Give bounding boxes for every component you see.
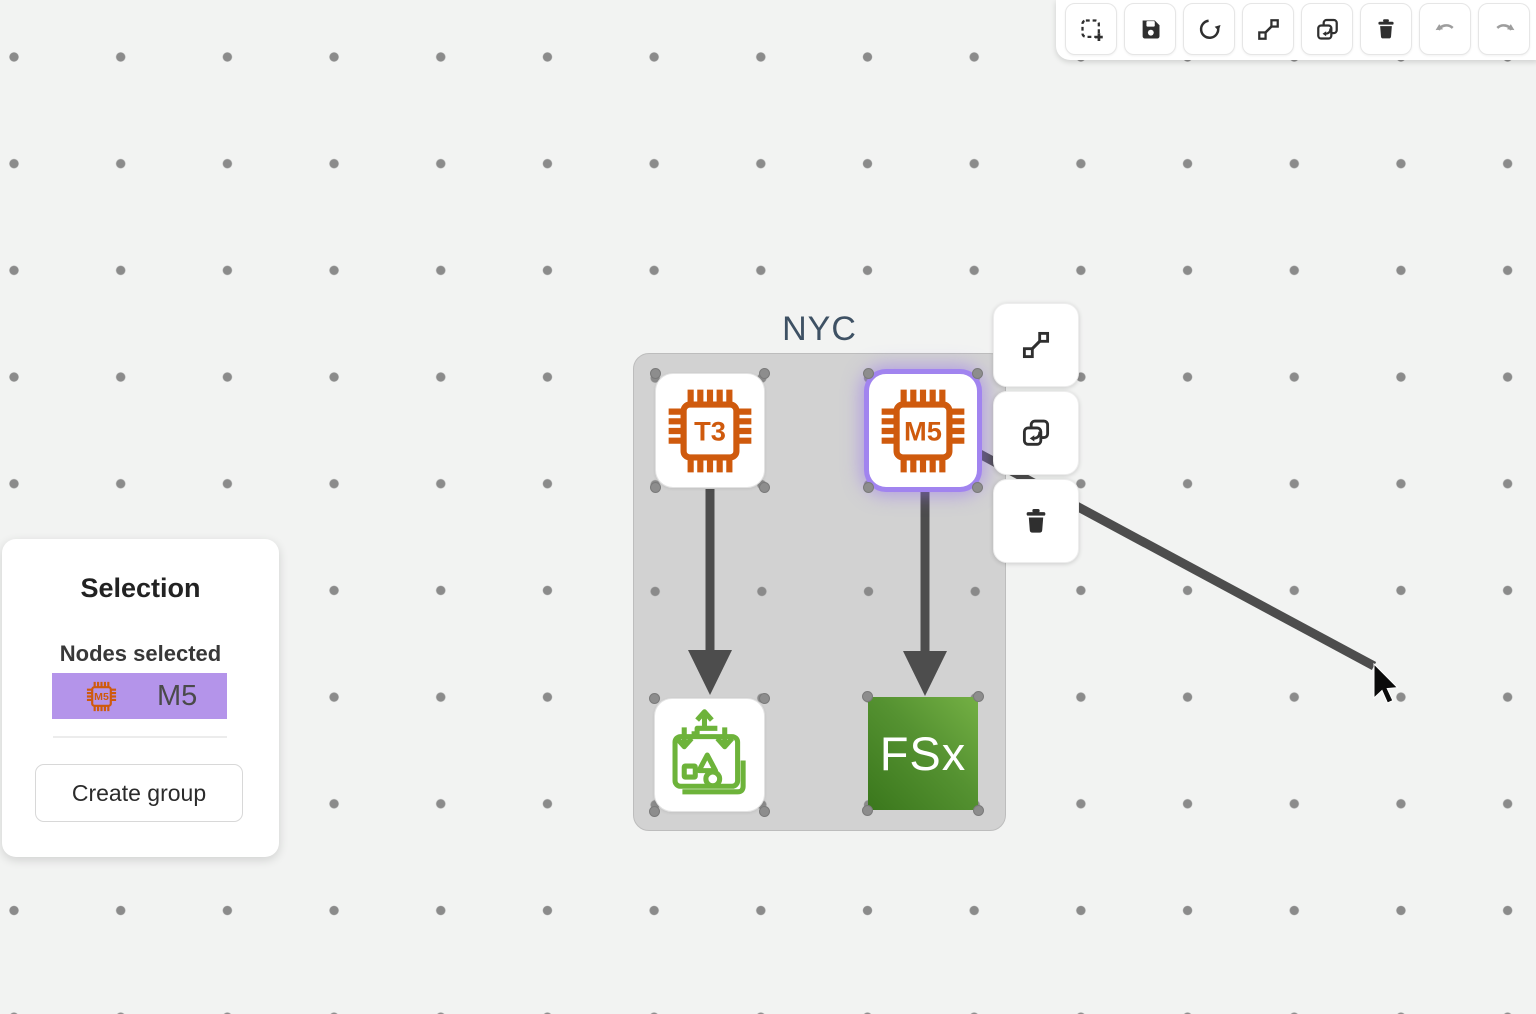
create-group-button[interactable]: Create group: [35, 764, 243, 822]
trash-icon: [1026, 509, 1046, 533]
redo-button[interactable]: [1478, 3, 1530, 55]
connection-handle[interactable]: [973, 691, 984, 702]
node-context-menu: [993, 303, 1079, 563]
edge-m5-arrowhead: [903, 651, 947, 696]
node-t3-label: T3: [694, 415, 726, 446]
duplicate-icon: [1316, 18, 1338, 40]
connection-handle[interactable]: [863, 368, 874, 379]
connection-handle[interactable]: [862, 691, 873, 702]
add-edge-button-toolbar[interactable]: [1242, 3, 1294, 55]
delete-button-toolbar[interactable]: [1360, 3, 1412, 55]
connection-handle[interactable]: [862, 805, 873, 816]
duplicate-icon: [1022, 419, 1050, 446]
add-edge-icon: [1257, 18, 1279, 40]
group-label: NYC: [782, 310, 857, 348]
duplicate-button[interactable]: [993, 391, 1079, 475]
connection-handle[interactable]: [759, 693, 770, 704]
connection-handle[interactable]: [650, 368, 661, 379]
selection-panel-subtitle: Nodes selected: [59, 641, 222, 666]
chip-icon: T3: [668, 389, 752, 472]
selected-node-label: M5: [157, 679, 198, 712]
connection-handle[interactable]: [759, 482, 770, 493]
selected-node-row[interactable]: M5 M5: [52, 673, 227, 719]
connection-handle[interactable]: [649, 806, 660, 817]
marquee-select-icon: [1080, 18, 1103, 41]
selection-panel-title: Selection: [80, 573, 201, 603]
divider: [53, 736, 227, 738]
redo-icon: [1495, 23, 1514, 31]
connection-handle[interactable]: [972, 482, 983, 493]
svg-text:M5: M5: [94, 691, 109, 703]
node-fsx-label: FSx: [879, 727, 967, 780]
edge-t3-arrowhead: [688, 650, 732, 695]
refresh-button[interactable]: [1183, 3, 1235, 55]
connection-handle[interactable]: [759, 368, 770, 379]
connection-handle[interactable]: [650, 482, 661, 493]
canvas-toolbar: [1056, 0, 1536, 60]
duplicate-button-toolbar[interactable]: [1301, 3, 1353, 55]
selection-panel: Selection Nodes selected M5 M5 Create gr…: [2, 539, 279, 857]
connection-handle[interactable]: [759, 806, 770, 817]
node-fsx[interactable]: FSx: [862, 691, 984, 816]
node-m5[interactable]: M5: [863, 368, 983, 493]
add-edge-button[interactable]: [993, 303, 1079, 387]
node-t3[interactable]: T3: [650, 368, 770, 493]
connection-handle[interactable]: [972, 368, 983, 379]
undo-icon: [1435, 23, 1454, 31]
delete-node-button[interactable]: [993, 479, 1079, 563]
refresh-icon: [1199, 18, 1221, 39]
connection-handle[interactable]: [863, 482, 874, 493]
undo-button[interactable]: [1419, 3, 1471, 55]
mouse-cursor: [1373, 662, 1399, 704]
save-button[interactable]: [1124, 3, 1176, 55]
node-service-catalog[interactable]: [649, 693, 770, 817]
save-icon: [1142, 20, 1159, 38]
chip-icon: M5: [86, 681, 117, 711]
marquee-select-button[interactable]: [1065, 3, 1117, 55]
connection-handle[interactable]: [649, 693, 660, 704]
connection-handle[interactable]: [973, 805, 984, 816]
add-edge-icon: [1022, 331, 1050, 359]
service-catalog-icon: [672, 709, 746, 795]
trash-icon: [1378, 19, 1394, 39]
node-m5-label: M5: [904, 415, 942, 446]
chip-icon: M5: [881, 389, 965, 472]
